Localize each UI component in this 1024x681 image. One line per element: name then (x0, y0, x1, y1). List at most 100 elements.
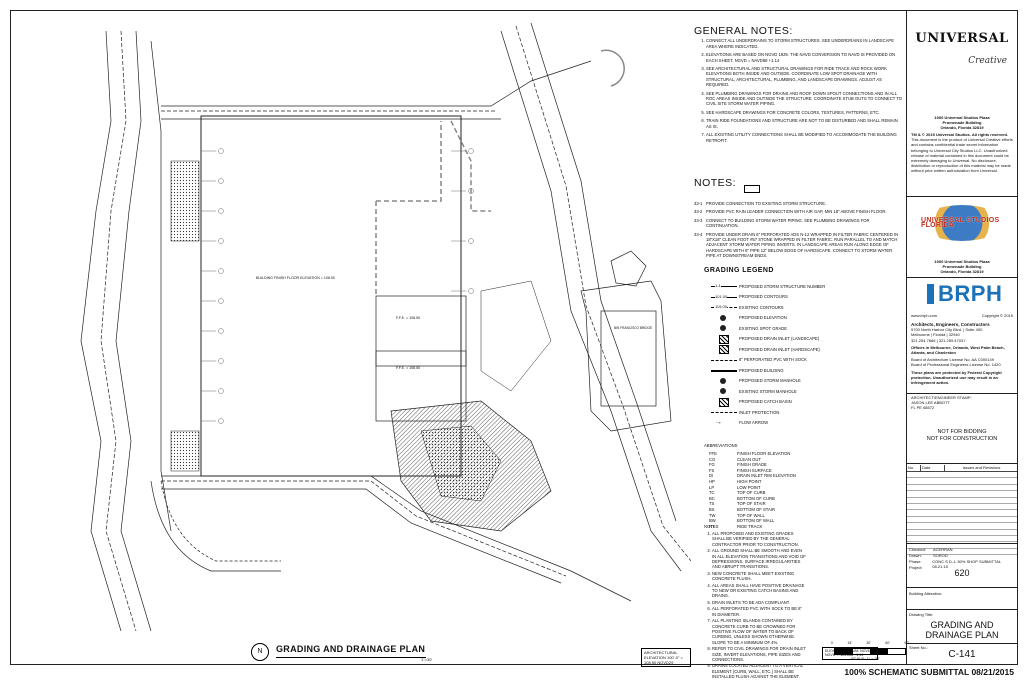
abbreviation-value: RIDE TRACK (737, 523, 763, 529)
legend-symbol-icon: 119.00 (709, 303, 739, 311)
note-code: 33-2 (694, 209, 703, 215)
drawing-meta: Checked: ACERRAN Drawn:SOROD Phase:CONC S… (909, 547, 1015, 571)
abbreviation-key: FFE (709, 451, 717, 456)
note-text: PROVIDE UNDER DRAIN 6" PERFORATED ADS N-… (706, 231, 899, 259)
meta-checked-key: Checked: (909, 547, 926, 552)
project-label: Project: (909, 565, 923, 570)
note2-item: DRAIN INLETS TO BE ADA COMPLIANT. (712, 600, 807, 605)
legend-symbol-icon (709, 324, 739, 332)
firm-copyright: Copyright © 2015 (981, 313, 1013, 318)
abbreviation-key: TC (709, 490, 715, 496)
building-ffe-label: BUILDING FINISH FLOOR ELEVATION = 108.50 (256, 276, 335, 280)
legend-item: 1-1 PROPOSED STORM STRUCTURE NUMBER (709, 281, 899, 292)
grading-legend-title: GRADING LEGEND (704, 267, 774, 274)
sheet-number: C-141 (948, 649, 976, 660)
note2-item: ALL PROPOSED AND EXISTING GRADES SHALL B… (712, 531, 807, 547)
revision-row (907, 549, 1017, 556)
general-note-item: ELEVATIONS ARE BASED ON NGVD 1929. THE N… (706, 52, 904, 63)
abbreviation-key: FG (709, 462, 715, 468)
universal-creative-logo: UNIVERSAL (915, 31, 1009, 46)
copyright-protection: These plans are protected by Federal Cop… (911, 369, 1002, 386)
revision-row (907, 498, 1017, 504)
divider (907, 543, 1017, 544)
legend-label: PROPOSED STORM STRUCTURE NUMBER (739, 283, 826, 289)
legend-item: EXISTING SPOT GRADE (709, 323, 899, 334)
title-block: UNIVERSAL Creative 1000 Universal Studio… (906, 11, 1017, 664)
legend-symbol-icon: → (715, 418, 722, 426)
north-arrow-icon: N (251, 643, 269, 661)
meta-drawn-value: SOROD (933, 553, 948, 558)
drawing-title-label: Drawing Title: (909, 612, 934, 617)
notes2-title: NOTES (704, 524, 719, 529)
legend-symbol-icon (709, 356, 739, 364)
abbreviation-value: TOP OF WALL (737, 512, 765, 518)
firm-address: 5700 North Harbor City Blvd. | Suite 400… (911, 327, 983, 343)
general-note-item: SEE HARDSCAPE DRAWINGS FOR CONCRETE COLO… (706, 110, 904, 115)
general-note-item: ALL EXISTING UTILITY CONNECTIONS SHALL B… (706, 132, 904, 143)
legend-symbol-icon (709, 334, 739, 344)
engineer-stamp: ARCHITECT/ENGINEER STAMP: JASON LEE ABBO… (911, 395, 972, 411)
plan-scale: 1"=30' (421, 657, 433, 662)
sheet-number-label: Sheet No.: (909, 645, 928, 650)
scale-bar (834, 648, 906, 655)
abbreviation-value: HIGH POINT (737, 478, 762, 484)
rev-col-no: No. (907, 465, 921, 471)
note2-item: ALL PERFORATED PVC WITH SOCK TO BE 6" IN… (712, 606, 807, 617)
abbreviation-value: LOW POINT (737, 484, 761, 490)
abbreviation-value: DRAIN INLET RIM ELEVATION (737, 473, 796, 479)
legend-label: FLOW ARROW (739, 420, 769, 426)
meta-phase: Phase:CONC S.D.-L 50% SHOP SUBMITTAL 08.… (909, 559, 1015, 569)
legend-label: PROPOSED DRAIN INLET (LANDSCAPE) (739, 336, 820, 342)
scale-bar-number: 15' (847, 641, 852, 645)
abbreviation-key: RT (709, 523, 715, 529)
universal-studios-florida-logo: UNIVERSAL STUDIOS FLORIDA (921, 205, 1003, 241)
legend-item: PROPOSED DRAIN INLET (HARDSCAPE) (709, 344, 899, 355)
plan-title: GRADING AND DRAINAGE PLAN (276, 644, 426, 654)
legend-label: INLET PROTECTION (739, 409, 780, 415)
legend-symbol-text: 119.00 (715, 304, 727, 310)
general-note-item: SEE PLUMBING DRAWINGS FOR DRAINS AND ROO… (706, 91, 904, 107)
meta-project-label: Project: (909, 565, 1015, 571)
abbreviation-key: HP (709, 478, 715, 484)
abbreviation-value: BOTTOM OF WALL (737, 518, 775, 524)
plan-title-underline (276, 657, 426, 658)
legend-symbol-icon (709, 387, 739, 395)
project-number: 620 (954, 568, 970, 578)
legend-label: PROPOSED DRAIN INLET (HARDSCAPE) (739, 346, 820, 352)
legend-item: PROPOSED DRAIN INLET (LANDSCAPE) (709, 334, 899, 345)
legend-item: EXISTING STORM MANHOLE (709, 386, 899, 397)
scale-bar-number: 0 (831, 641, 833, 645)
firm-web-row: www.brph.com Copyright © 2015 (911, 313, 1013, 318)
abbreviation-key: BC (709, 495, 715, 501)
abbreviation-key: DI (709, 473, 714, 479)
legend-symbol-text: 1-1 (715, 283, 721, 289)
abbreviation-key: LP (709, 484, 715, 490)
legend-item: INLET PROTECTION (709, 407, 899, 418)
universal-studios-florida-logo-text: UNIVERSAL STUDIOS FLORIDA (921, 216, 1000, 229)
legend-symbol-icon (709, 397, 739, 407)
legend-item: → FLOW ARROW (709, 418, 899, 429)
ffe-label-2: F.F.E. = 108.50 (396, 366, 421, 370)
meta-phase-key: Phase: (909, 559, 922, 564)
drawing-sheet: BUILDING FINISH FLOOR ELEVATION = 108.50… (10, 10, 1018, 679)
meta-drawn: Drawn:SOROD (909, 553, 1015, 559)
note-text: PROVIDE CONNECTION TO EXISTING STORM STR… (706, 201, 827, 206)
general-notes: GENERAL NOTES: CONNECT ALL UNDERDRAINS T… (694, 25, 904, 146)
divider (907, 196, 1017, 197)
meta-checked-value: ACERRAN (933, 547, 953, 552)
legend-item: PROPOSED STORM MANHOLE (709, 376, 899, 387)
notes2-list: ALL PROPOSED AND EXISTING GRADES SHALL B… (704, 531, 807, 681)
abbreviation-value: TOP OF STAIR (737, 501, 766, 507)
abbreviation-value: FINISH SURFACE (737, 467, 772, 473)
firm-license: Board of Architecture License No. AA C00… (911, 357, 1001, 368)
